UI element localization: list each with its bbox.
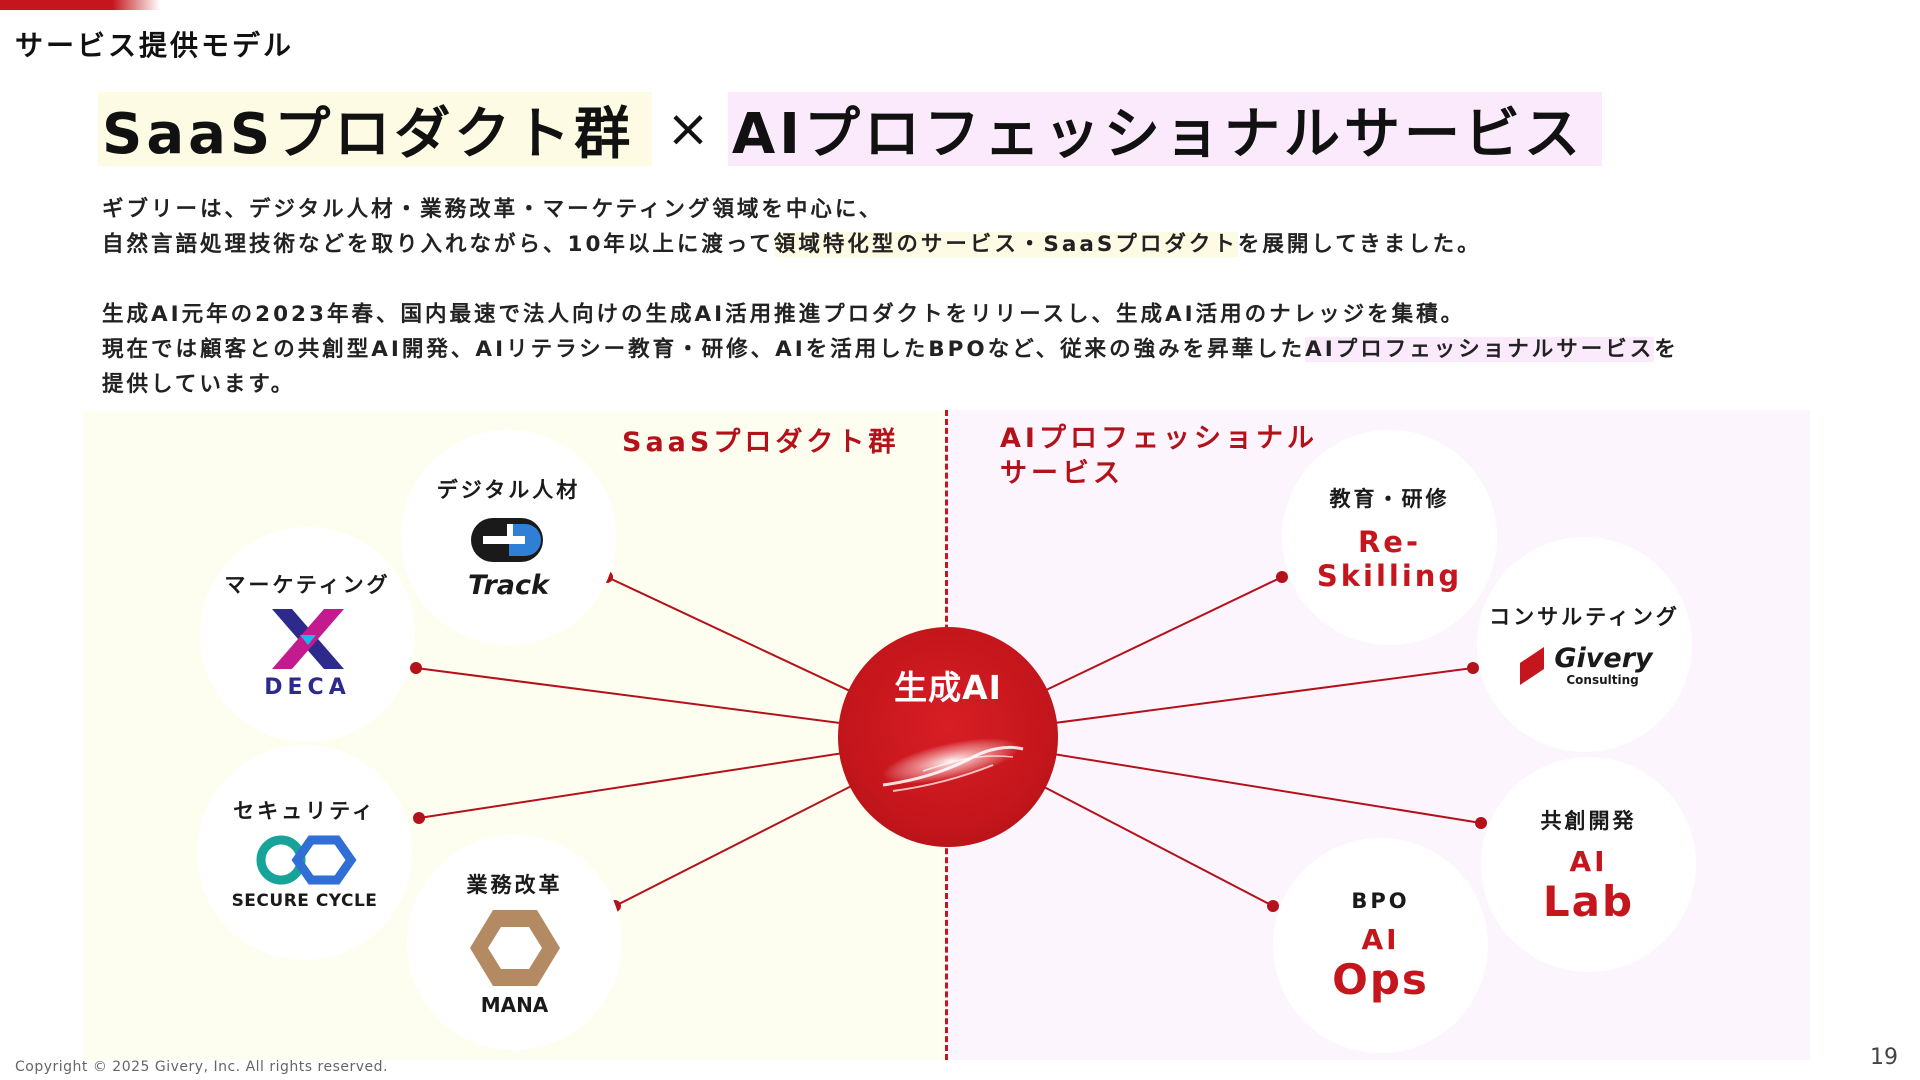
body-line-5-text: 提供しています。 [102, 372, 296, 397]
node-marketing: マーケティング DECA [200, 527, 415, 742]
body-line-5: 提供しています。 [102, 367, 295, 402]
ai-panel-title: AIプロフェッショナル サービス [1000, 421, 1318, 491]
node-education: 教育・研修 Re- Skilling [1282, 430, 1497, 645]
body-line-2: 自然言語処理技術などを取り入れながら、10年以上に渡って領域特化型のサービス・S… [102, 227, 1482, 262]
connector-dot-security [413, 812, 425, 824]
reskilling-brand: Re- Skilling [1317, 525, 1462, 593]
secure-cycle-logo-text: SECURE CYCLE [231, 890, 378, 911]
ai-panel-title-line-2: サービス [1000, 458, 1124, 489]
node-consulting-label: コンサルティング [1489, 604, 1680, 629]
headline-saas: SaaSプロダクト群 [98, 92, 653, 167]
body-line-2-a: 自然言語処理技術などを取り入れながら、10年以上に渡って [102, 232, 774, 257]
node-operations: 業務改革 MANA [407, 835, 622, 1050]
deca-logo-text: DECA [264, 675, 351, 700]
givery-logo-text: Givery [1554, 642, 1653, 674]
body-line-4-a: 現在では顧客との共創型AI開発、AIリテラシー教育・研修、AIを活用したBPOな… [102, 337, 1306, 362]
connector-dot-cocreation [1475, 817, 1487, 829]
node-consulting: コンサルティング Givery Consulting [1477, 537, 1692, 752]
connector-dot-bpo [1267, 900, 1279, 912]
body-line-1: ギブリーは、デジタル人材・業務改革・マーケティング領域を中心に、 [102, 192, 883, 227]
ai-hand-icon [882, 738, 1024, 792]
node-cocreation: 共創開発 AI Lab [1481, 757, 1696, 972]
body-line-4: 現在では顧客との共創型AI開発、AIリテラシー教育・研修、AIを活用したBPOな… [102, 332, 1679, 367]
reskilling-brand-line-1: Re- [1357, 524, 1422, 559]
body-line-4-highlight: AIプロフェッショナルサービス [1305, 337, 1655, 362]
node-bpo: BPO AI Ops [1273, 838, 1488, 1053]
page-number: 19 [1870, 1045, 1898, 1070]
givery-logo-subtext: Consulting [1566, 672, 1639, 687]
node-marketing-label: マーケティング [224, 573, 391, 597]
node-operations-label: 業務改革 [466, 872, 563, 897]
ai-lab-brand-line-2: Lab [1542, 876, 1635, 926]
headline-ai-service: AIプロフェッショナルサービス [727, 92, 1603, 167]
deca-x-logo-icon [271, 609, 344, 669]
node-bpo-label: BPO [1351, 888, 1410, 913]
connector-dot-education [1276, 571, 1288, 583]
node-cocreation-label: 共創開発 [1540, 808, 1637, 833]
mana-hexagon-icon [469, 909, 560, 986]
ai-lab-brand-line-1: AI [1569, 844, 1608, 878]
givery-consulting-logo: Givery Consulting [1516, 642, 1653, 689]
saas-panel-title: SaaSプロダクト群 [622, 427, 900, 458]
ai-lab-brand: AI Lab [1543, 845, 1634, 925]
hub-label: 生成AI [894, 668, 1002, 707]
node-education-label: 教育・研修 [1329, 486, 1450, 511]
ai-ops-brand-line-2: Ops [1332, 954, 1429, 1004]
top-accent-bar [0, 0, 160, 10]
deca-logo: DECA [264, 607, 350, 700]
connector-dot-consulting [1467, 662, 1479, 674]
generative-ai-hub: 生成AI [838, 627, 1058, 847]
headline: SaaSプロダクト群 × AIプロフェッショナルサービス [98, 92, 1603, 167]
body-line-3: 生成AI元年の2023年春、国内最速で法人向けの生成AI活用推進プロダクトをリリ… [102, 297, 1465, 332]
givery-slash-icon [1520, 646, 1545, 685]
body-line-4-b: を [1654, 337, 1679, 362]
body-line-3-text: 生成AI元年の2023年春、国内最速で法人向けの生成AI活用推進プロダクトをリリ… [102, 302, 1466, 327]
track-logo: Track [463, 512, 555, 601]
secure-cycle-logo: SECURE CYCLE [232, 833, 378, 911]
track-logo-icon [470, 518, 543, 562]
track-logo-text: Track [468, 570, 549, 601]
body-line-2-b: を展開してきました。 [1237, 232, 1482, 257]
secure-cycle-infinity-icon [256, 835, 356, 884]
body-line-2-highlight: 領域特化型のサービス・SaaSプロダクト [773, 232, 1238, 257]
body-line-1-text: ギブリーは、デジタル人材・業務改革・マーケティング領域を中心に、 [102, 197, 884, 222]
node-digital-talent: デジタル人材 Track [401, 430, 616, 645]
connector-dot-marketing [410, 662, 422, 674]
headline-times: × [666, 99, 710, 159]
ai-panel-title-line-1: AIプロフェッショナル [1000, 423, 1318, 454]
mana-logo-text: MANA [480, 992, 549, 1017]
mana-logo: MANA [467, 907, 563, 1017]
node-digital-label: デジタル人材 [436, 478, 581, 502]
ai-ops-brand: AI Ops [1332, 923, 1429, 1003]
section-title: サービス提供モデル [15, 29, 295, 62]
reskilling-brand-line-2: Skilling [1316, 558, 1463, 593]
node-security: セキュリティ SECURE CYCLE [197, 745, 412, 960]
node-security-label: セキュリティ [233, 798, 376, 823]
copyright: Copyright © 2025 Givery, Inc. All rights… [15, 1059, 388, 1075]
ai-ops-brand-line-1: AI [1361, 922, 1400, 956]
